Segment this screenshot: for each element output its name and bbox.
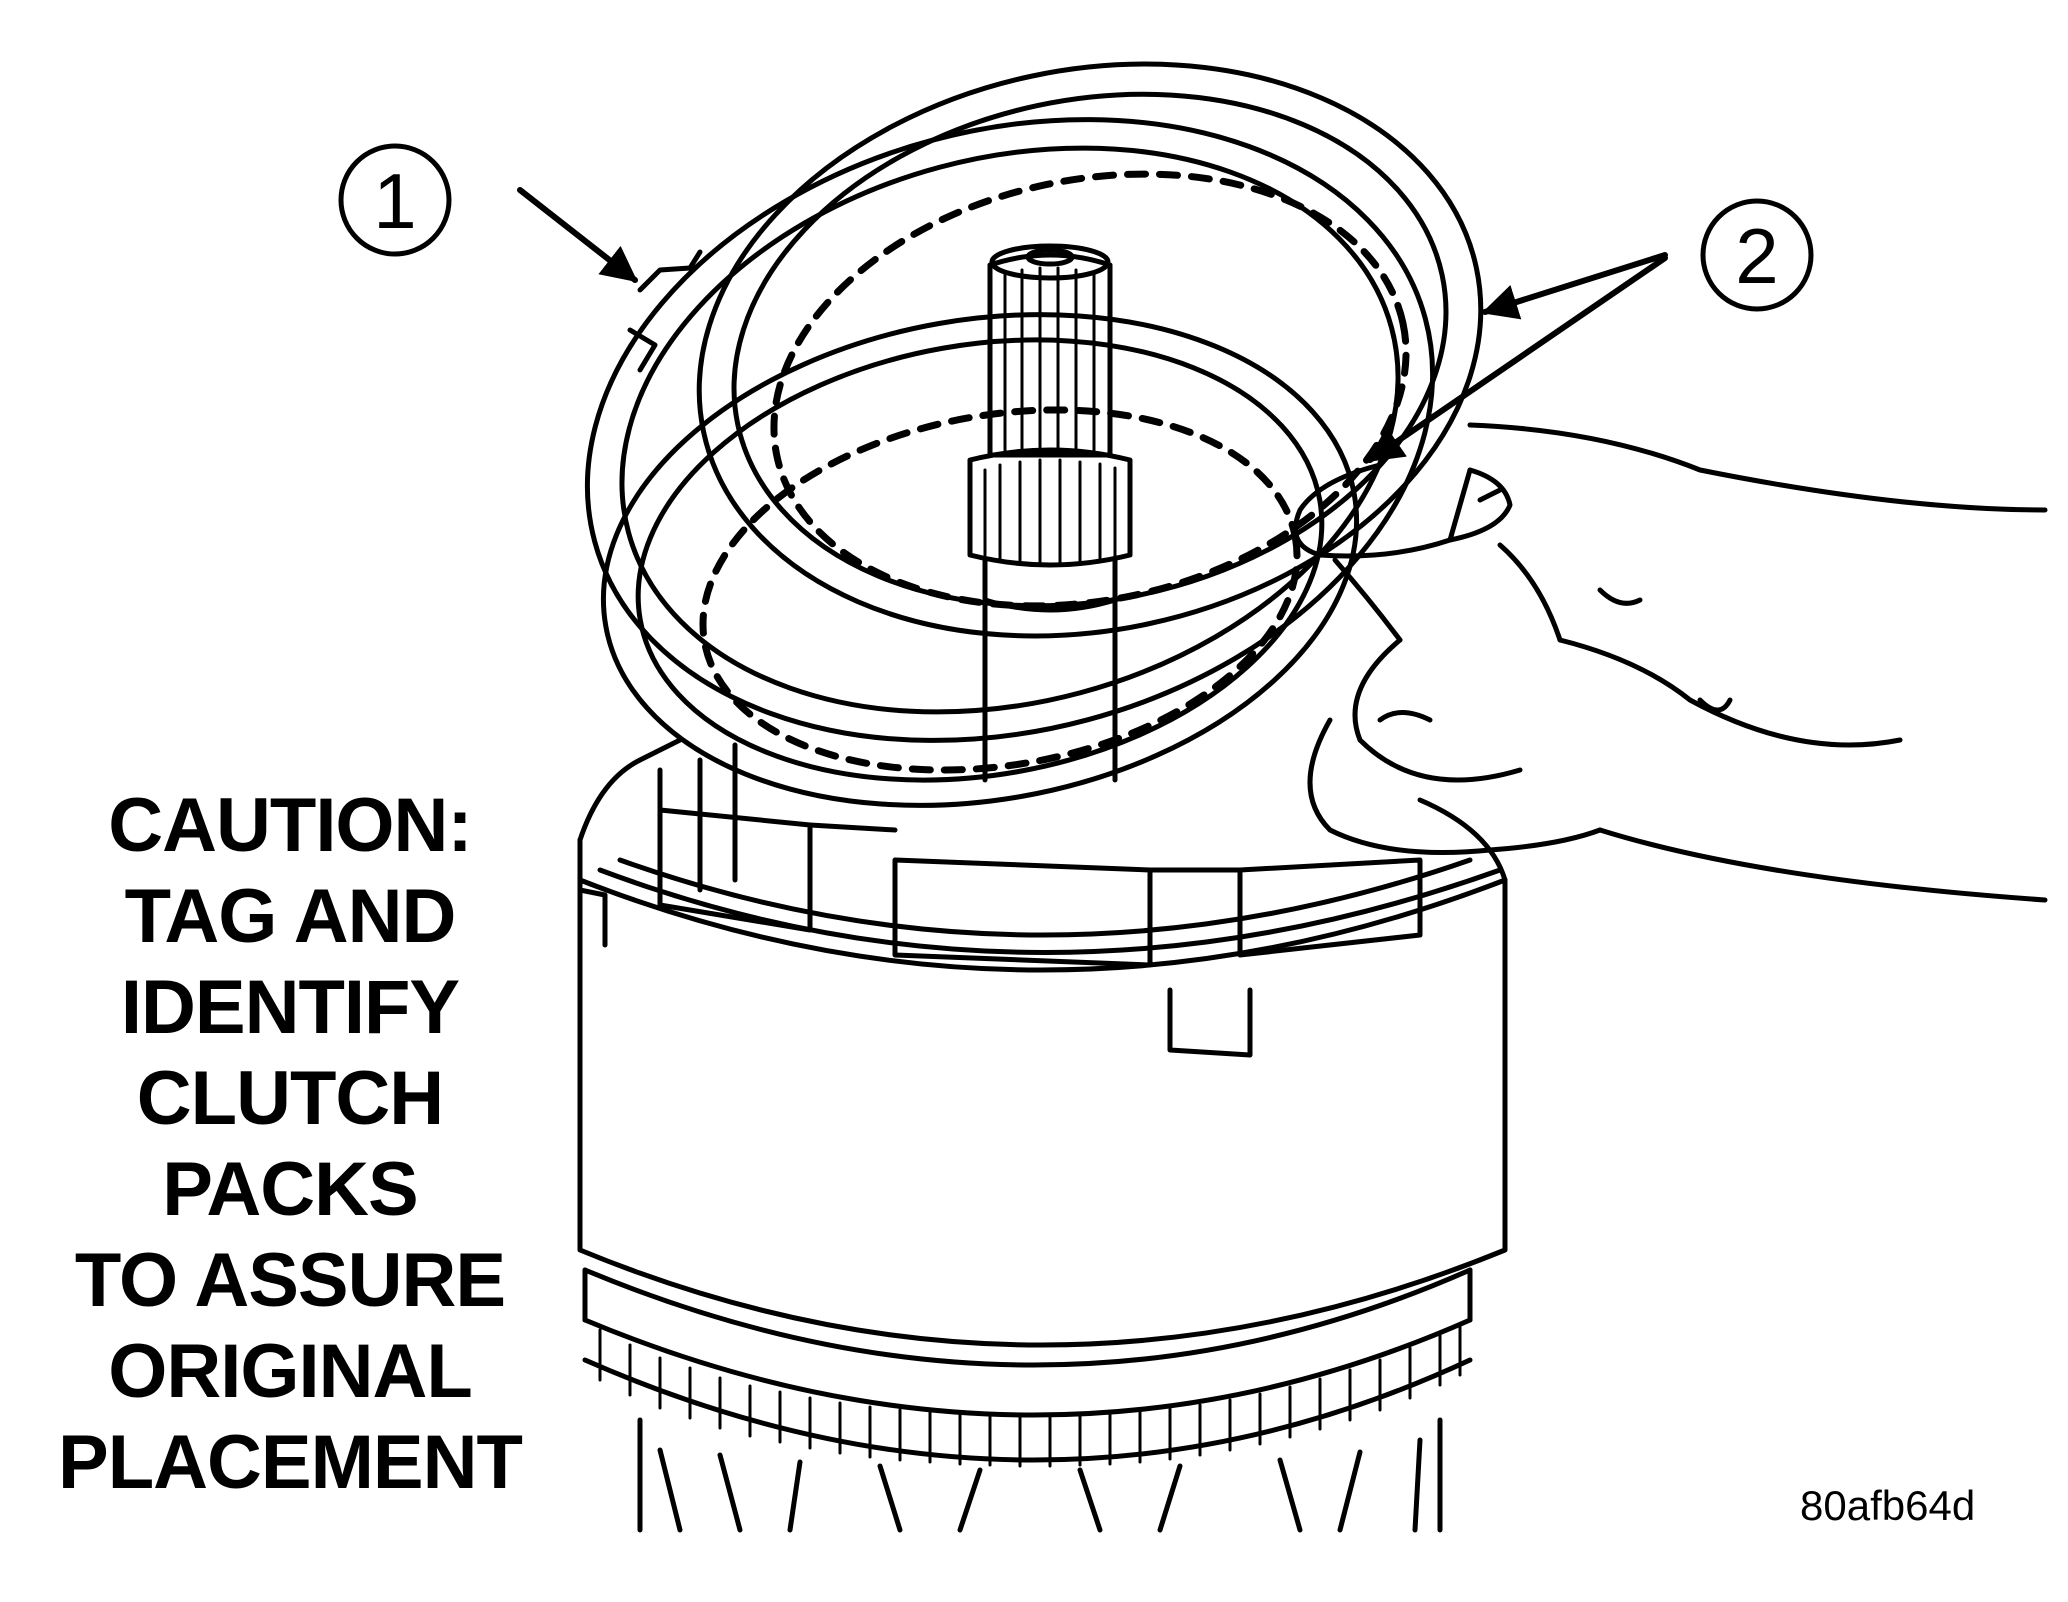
caution-line: TAG AND	[124, 874, 457, 959]
caution-note: CAUTION: TAG AND IDENTIFY CLUTCH PACKS T…	[20, 780, 560, 1508]
caution-line: ORIGINAL	[108, 1329, 473, 1414]
callout-1: 1	[338, 143, 452, 257]
caution-line: IDENTIFY	[120, 965, 460, 1050]
callout-2: 2	[1700, 198, 1814, 312]
clutch-drum	[577, 737, 1508, 1533]
caution-line: PLACEMENT	[58, 1420, 523, 1505]
caution-line: CLUTCH	[136, 1056, 444, 1141]
figure-id: 80afb64d	[1800, 1482, 1976, 1529]
leader-arrow-2a	[1481, 252, 1668, 320]
leader-arrows	[517, 187, 1668, 463]
caution-line: CAUTION:	[108, 783, 473, 868]
caution-line: TO ASSURE	[74, 1238, 506, 1323]
callout-1-label: 1	[373, 157, 416, 245]
clutch-plates	[584, 61, 1484, 808]
caution-line: PACKS	[162, 1147, 418, 1232]
callout-2-label: 2	[1735, 212, 1778, 300]
leader-arrow-1	[517, 187, 638, 283]
leader-arrow-2b	[1367, 255, 1668, 463]
hand	[1293, 422, 2048, 903]
